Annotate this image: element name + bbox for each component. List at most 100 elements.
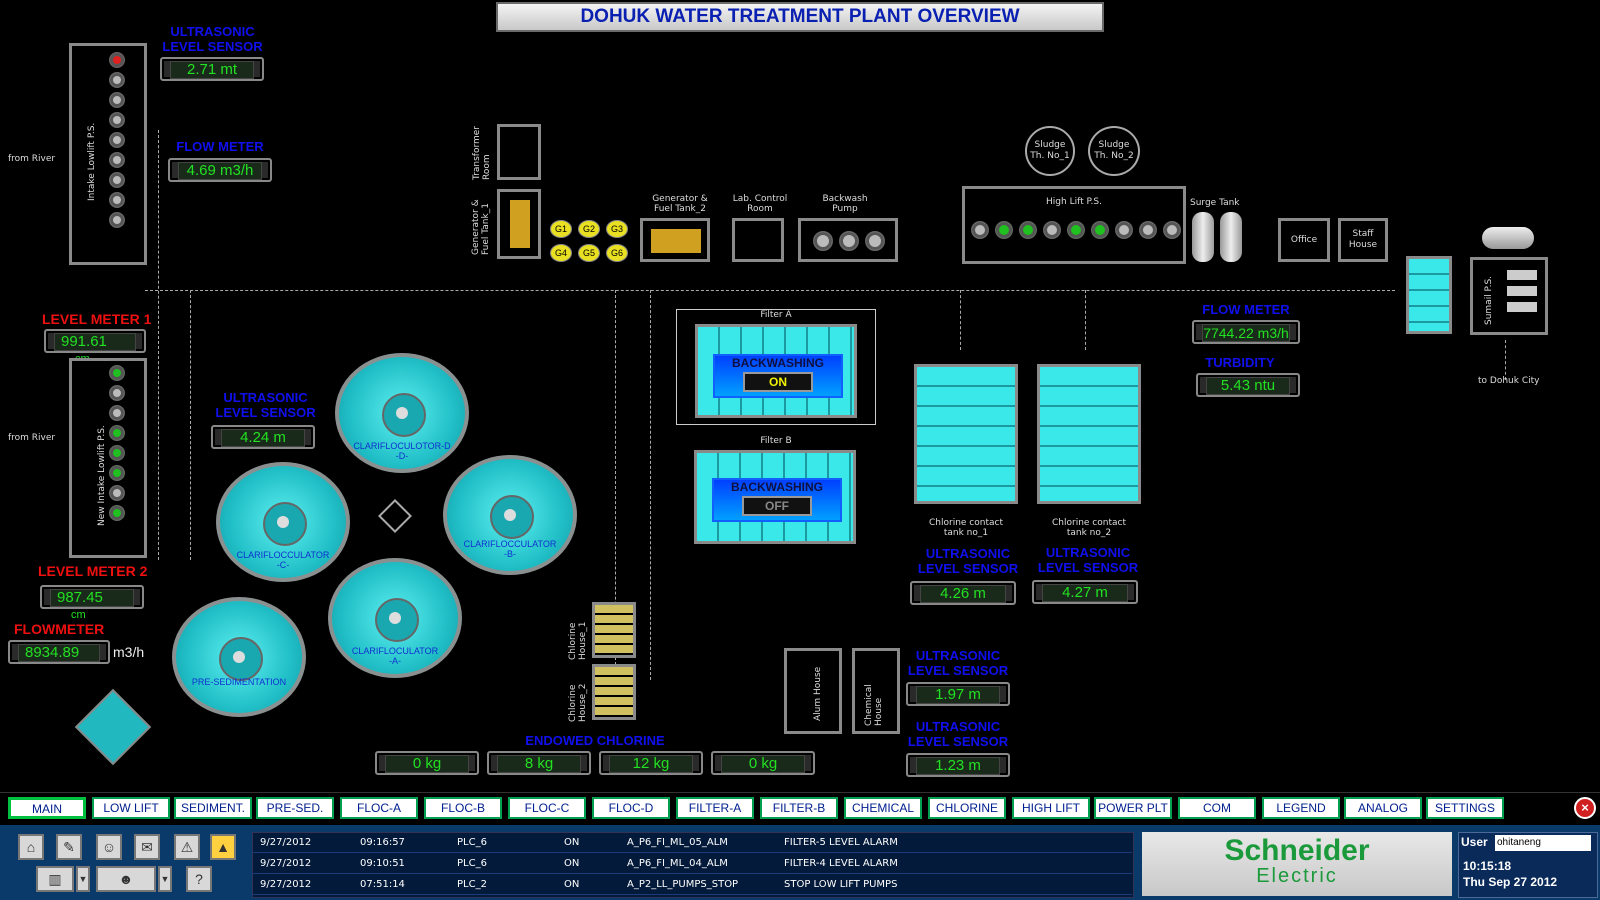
pump-icon[interactable] <box>109 445 125 461</box>
alum-house[interactable]: Alum House <box>784 648 842 734</box>
generator-g1[interactable]: G1 <box>550 220 572 238</box>
pump-icon[interactable] <box>109 405 125 421</box>
pump-icon[interactable] <box>1507 302 1537 312</box>
pump-icon[interactable] <box>109 425 125 441</box>
pump-icon[interactable] <box>109 385 125 401</box>
high-lift-ps[interactable]: High Lift P.S. <box>962 186 1186 264</box>
pump-icon[interactable] <box>839 231 859 251</box>
pump-icon[interactable] <box>1115 221 1133 239</box>
pump-icon[interactable] <box>109 465 125 481</box>
distribution-chamber[interactable] <box>74 688 152 766</box>
pump-icon[interactable] <box>109 112 125 128</box>
pump-icon[interactable] <box>109 192 125 208</box>
generator-1[interactable] <box>497 189 541 259</box>
filter-a[interactable]: Filter A BACKWASHING ON <box>676 309 876 425</box>
pressure-tank[interactable] <box>1482 227 1534 249</box>
pump-icon[interactable] <box>1043 221 1061 239</box>
menu-button-12[interactable]: HIGH LIFT <box>1012 797 1090 819</box>
pump-icon[interactable] <box>1067 221 1085 239</box>
pump-icon[interactable] <box>995 221 1013 239</box>
pump-icon[interactable] <box>1507 270 1537 280</box>
new-intake-lowlift-ps[interactable]: New Intake Lowlift P.S. <box>69 358 147 558</box>
users-icon[interactable]: ☻ <box>96 866 156 892</box>
office[interactable]: Office <box>1278 218 1330 262</box>
clarifloculator-b[interactable]: CLARIFLOCCULATOR -B- <box>443 455 577 575</box>
chevron-down-icon[interactable]: ▼ <box>76 866 90 892</box>
transformer-room[interactable] <box>497 124 541 180</box>
surge-tank-2[interactable] <box>1220 212 1242 262</box>
sludge-thickener-1[interactable]: Sludge Th. No_1 <box>1025 126 1075 176</box>
notes-icon[interactable]: ✉ <box>134 834 160 860</box>
generator-g2[interactable]: G2 <box>578 220 600 238</box>
pump-icon[interactable] <box>109 505 125 521</box>
intake-lowlift-ps[interactable]: Intake Lowlift P.S. <box>69 43 147 265</box>
warning-icon[interactable]: ▲ <box>210 834 236 860</box>
menu-button-3[interactable]: PRE-SED. <box>256 797 334 819</box>
generator-2[interactable] <box>640 218 710 262</box>
chemical-house[interactable]: Chemical House <box>852 648 900 734</box>
generator-g6[interactable]: G6 <box>606 244 628 262</box>
lab-control-room[interactable] <box>732 218 784 262</box>
pump-icon[interactable] <box>109 52 125 68</box>
help-icon[interactable]: ? <box>186 866 212 892</box>
menu-button-9[interactable]: FILTER-B <box>760 797 838 819</box>
pump-icon[interactable] <box>109 152 125 168</box>
pump-icon[interactable] <box>109 72 125 88</box>
home-icon[interactable]: ⌂ <box>18 834 44 860</box>
sludge-thickener-2[interactable]: Sludge Th. No_2 <box>1088 126 1140 176</box>
menu-button-4[interactable]: FLOC-A <box>340 797 418 819</box>
chlorine-contact-tank-1[interactable] <box>914 364 1018 504</box>
filter-a-backwash-indicator[interactable]: BACKWASHING ON <box>713 354 843 398</box>
menu-button-5[interactable]: FLOC-B <box>424 797 502 819</box>
pump-icon[interactable] <box>109 365 125 381</box>
menu-button-0[interactable]: MAIN <box>8 797 86 819</box>
menu-button-1[interactable]: LOW LIFT <box>92 797 170 819</box>
pump-icon[interactable] <box>971 221 989 239</box>
backwash-pump[interactable] <box>798 218 898 262</box>
menu-button-2[interactable]: SEDIMENT. <box>174 797 252 819</box>
pump-icon[interactable] <box>1139 221 1157 239</box>
menu-button-10[interactable]: CHEMICAL <box>844 797 922 819</box>
clarifloculator-c[interactable]: CLARIFLOCCULATOR -C- <box>216 462 350 582</box>
trend-icon[interactable]: ✎ <box>56 834 82 860</box>
generator-g3[interactable]: G3 <box>606 220 628 238</box>
generator-g4[interactable]: G4 <box>550 244 572 262</box>
reservoir[interactable] <box>1406 256 1452 334</box>
surge-tank-1[interactable] <box>1192 212 1214 262</box>
pump-icon[interactable] <box>109 172 125 188</box>
chlorine-contact-tank-2[interactable] <box>1037 364 1141 504</box>
pump-icon[interactable] <box>1507 286 1537 296</box>
sumail-ps[interactable]: Sumail P.S. <box>1470 257 1548 335</box>
pre-sedimentation[interactable]: PRE-SEDIMENTATION <box>172 597 306 717</box>
generator-g5[interactable]: G5 <box>578 244 600 262</box>
chevron-down-icon[interactable]: ▼ <box>158 866 172 892</box>
chlorine-house-1[interactable] <box>592 602 636 658</box>
clarifloculator-a[interactable]: CLARIFLOCULATOR -A- <box>328 558 462 678</box>
pump-icon[interactable] <box>109 212 125 228</box>
pump-icon[interactable] <box>109 485 125 501</box>
pump-icon[interactable] <box>813 231 833 251</box>
menu-button-6[interactable]: FLOC-C <box>508 797 586 819</box>
filter-b-backwash-indicator[interactable]: BACKWASHING OFF <box>712 478 842 522</box>
menu-button-11[interactable]: CHLORINE <box>928 797 1006 819</box>
menu-button-13[interactable]: POWER PLT <box>1094 797 1172 819</box>
clarifloculator-d[interactable]: CLARIFLOCULOTOR-D -D- <box>335 353 469 473</box>
close-icon[interactable]: × <box>1574 797 1596 819</box>
menu-button-17[interactable]: SETTINGS <box>1426 797 1504 819</box>
chlorine-house-2[interactable] <box>592 664 636 720</box>
pump-icon[interactable] <box>865 231 885 251</box>
pump-icon[interactable] <box>1163 221 1181 239</box>
chart-icon[interactable]: ▥ <box>36 866 74 892</box>
menu-button-7[interactable]: FLOC-D <box>592 797 670 819</box>
staff-house[interactable]: Staff House <box>1338 218 1388 262</box>
user-name-field[interactable]: ohitaneng <box>1495 835 1591 851</box>
menu-button-16[interactable]: ANALOG <box>1344 797 1422 819</box>
menu-button-14[interactable]: COM <box>1178 797 1256 819</box>
pump-icon[interactable] <box>1019 221 1037 239</box>
alarm-list-icon[interactable]: ⚠ <box>174 834 200 860</box>
menu-button-8[interactable]: FILTER-A <box>676 797 754 819</box>
pump-icon[interactable] <box>1091 221 1109 239</box>
